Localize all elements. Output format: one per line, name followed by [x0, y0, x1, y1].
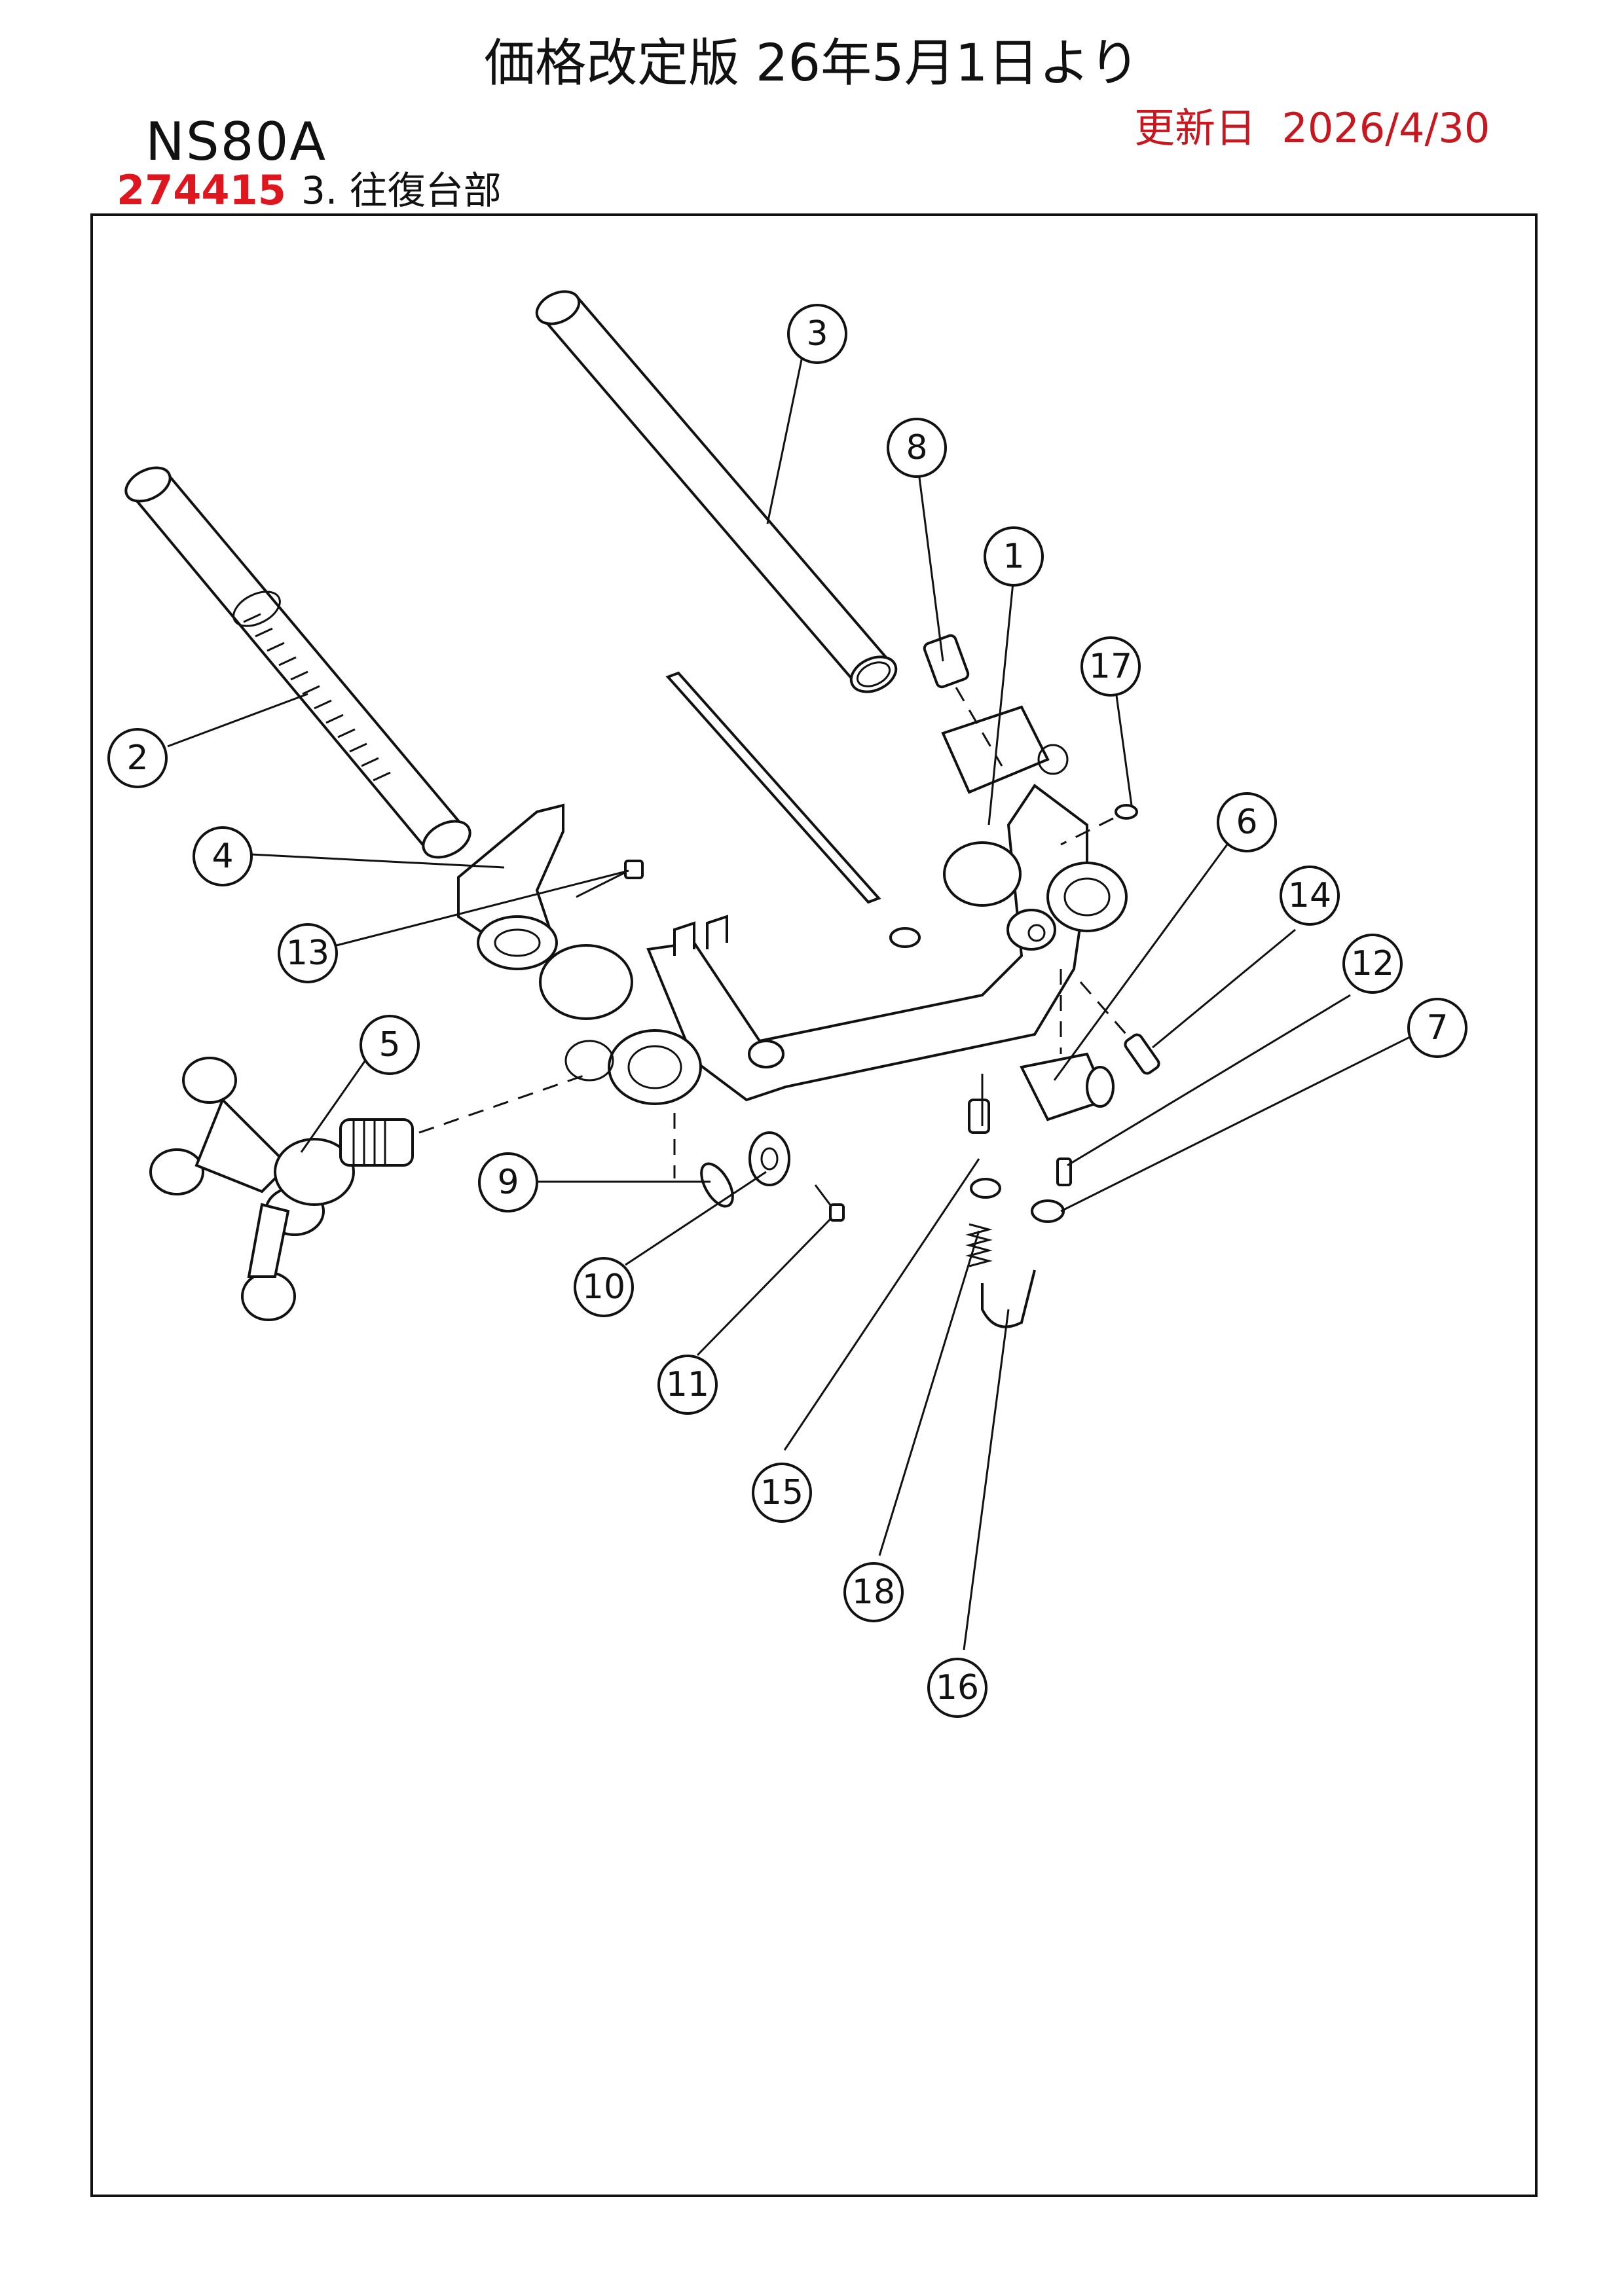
callout-5: 5 [360, 1015, 420, 1075]
diagram-frame [90, 213, 1538, 2197]
callout-16: 16 [927, 1658, 987, 1718]
svg-text:11: 11 [666, 1365, 709, 1404]
callout-15: 15 [752, 1463, 812, 1523]
part-screw-12 [1056, 1157, 1072, 1186]
svg-text:18: 18 [852, 1573, 895, 1612]
part-pin-14 [1079, 981, 1160, 1075]
callout-17: 17 [1080, 636, 1141, 697]
part-screw-11 [814, 1184, 845, 1222]
svg-text:4: 4 [212, 837, 233, 876]
svg-text:9: 9 [497, 1163, 519, 1202]
callout-11: 11 [657, 1355, 718, 1415]
callout-8: 8 [887, 418, 947, 478]
svg-text:15: 15 [760, 1473, 803, 1512]
svg-text:10: 10 [582, 1267, 625, 1307]
part-rod-spring-2 [124, 466, 471, 859]
part-spring-18 [965, 1223, 993, 1267]
callout-18: 18 [843, 1562, 904, 1622]
part-tube-16 [981, 1074, 1036, 1328]
part-latch-4 [457, 803, 564, 970]
callout-13: 13 [278, 923, 338, 983]
svg-text:7: 7 [1426, 1008, 1448, 1048]
part-pin-17 [1060, 804, 1138, 846]
callout-3: 3 [787, 304, 847, 364]
svg-text:1: 1 [1003, 537, 1024, 576]
svg-text:14: 14 [1288, 876, 1331, 915]
part-star-knob-5 [149, 1057, 590, 1321]
callout-14: 14 [1280, 866, 1340, 926]
callout-12: 12 [1342, 934, 1403, 994]
part-fitting-15 [968, 1099, 1001, 1199]
leader-lines [167, 353, 1418, 1650]
svg-text:3: 3 [806, 314, 828, 354]
updated-date: 更新日 2026/4/30 [1134, 104, 1490, 152]
callout-7: 7 [1407, 998, 1467, 1058]
svg-text:13: 13 [286, 934, 329, 973]
page-title: 価格改定版 26年5月1日より [484, 34, 1140, 93]
svg-text:17: 17 [1089, 647, 1132, 686]
svg-text:8: 8 [906, 428, 927, 467]
svg-text:6: 6 [1236, 803, 1257, 842]
part-sleeve-8 [923, 634, 1003, 767]
callout-1: 1 [984, 526, 1044, 587]
part-rod-3 [535, 290, 898, 693]
part-number: 274415 [117, 166, 286, 214]
callout-9: 9 [478, 1152, 538, 1212]
svg-text:12: 12 [1351, 944, 1394, 983]
callout-10: 10 [574, 1257, 634, 1317]
part-block-6 [1020, 969, 1115, 1121]
part-bearing-10 [748, 1131, 790, 1186]
part-frame-1 [539, 705, 1128, 1105]
part-screw-13 [576, 860, 644, 898]
callout-6: 6 [1217, 792, 1277, 852]
svg-text:16: 16 [936, 1668, 979, 1707]
part-washer-9 [700, 1162, 734, 1208]
svg-text:5: 5 [378, 1025, 400, 1065]
part-nut-7 [1031, 1199, 1065, 1223]
guide-rod [665, 671, 921, 948]
callout-2: 2 [107, 728, 168, 788]
section-title: 3. 往復台部 [301, 168, 502, 213]
svg-text:2: 2 [126, 738, 148, 778]
model-name: NS80A [145, 111, 327, 172]
callout-4: 4 [193, 826, 253, 886]
